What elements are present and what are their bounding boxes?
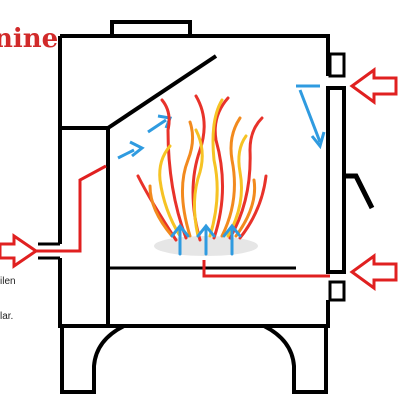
flame-yellow-1 [158,144,182,238]
flame-orange-1 [148,184,174,238]
air-up-arrows [170,223,242,256]
flame-red-1 [136,174,178,242]
up-arrow-1 [170,223,190,256]
inlet-arrow-left [0,233,39,269]
flame-yellow-4 [226,134,248,238]
title-fragment: nine [0,24,59,54]
door-handle[interactable] [344,173,375,210]
left-leg [60,324,125,394]
side-text-2: lar. [0,311,14,322]
air-inlet-pipe [38,242,60,260]
flame-red-2 [160,98,188,240]
lower-vent-box[interactable] [328,280,346,302]
flame-yellow-2 [192,128,204,238]
flame-orange-2 [180,120,195,238]
door-air-arrowhead [310,131,326,150]
primary-air-path [36,164,107,253]
baffle-plate [106,54,218,130]
flame-yellow-3 [208,98,224,238]
flame-orange-3 [220,116,242,238]
flame-red-4 [212,96,230,240]
hot-air-line-2 [147,118,167,134]
hot-air-line-1 [117,148,135,160]
door-air-path [296,84,322,143]
up-arrow-2 [196,223,216,256]
side-text-1: ilen [0,276,16,287]
up-arrow-3 [222,223,242,256]
inlet-arrow-top-right [349,67,398,105]
flame-orange-4 [234,178,257,238]
hot-air-arrow-1 [129,140,145,158]
flame-red-5 [228,116,264,240]
flames [136,94,268,242]
right-leg [263,324,328,394]
inlet-arrow-bottom-right [349,253,398,291]
upper-vent-box[interactable] [328,52,346,78]
stove-top-collar [110,20,192,36]
stove-door[interactable] [326,86,346,274]
secondary-air-path [202,260,330,278]
flame-red-6 [238,174,268,240]
